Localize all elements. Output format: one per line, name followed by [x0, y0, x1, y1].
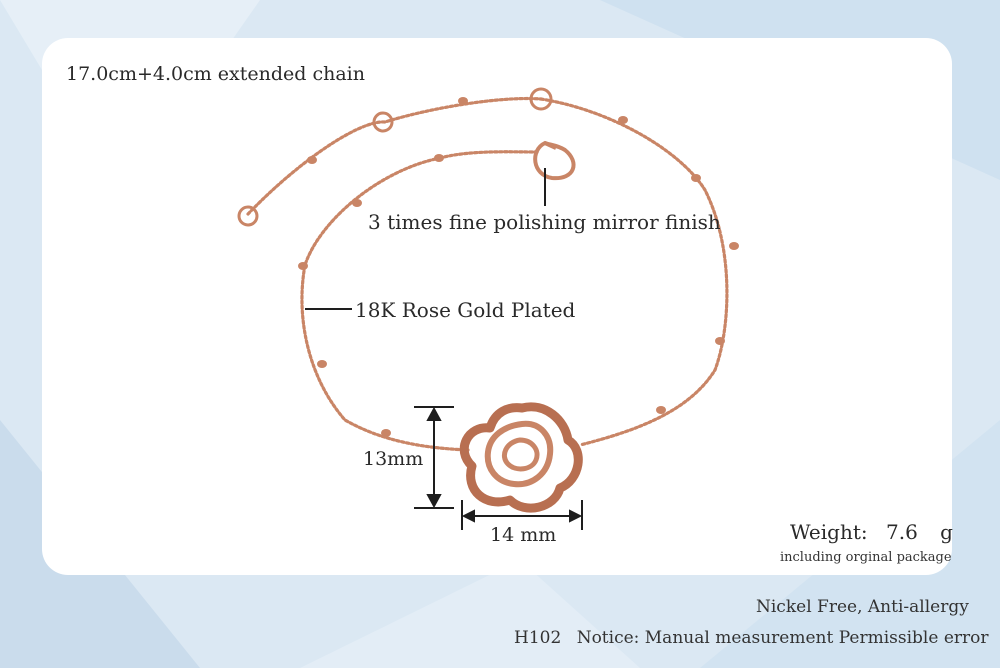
finish-label: 3 times fine polishing mirror finish [368, 210, 721, 234]
width-label: 14 mm [490, 524, 557, 546]
notice-line: H102 Notice: Manual measurement Permissi… [514, 628, 989, 648]
plating-label: 18K Rose Gold Plated [355, 298, 576, 322]
product-code: H102 [514, 628, 562, 648]
ring-top [529, 87, 553, 111]
ring-middle [372, 111, 394, 133]
main-chain-right [539, 97, 729, 447]
weight-label: Weight: [790, 520, 868, 544]
clasp-chain [438, 150, 540, 160]
lobster-clasp [533, 140, 576, 181]
chain-length-label: 17.0cm+4.0cm extended chain [66, 63, 365, 85]
notice-text: Notice: Manual measurement Permissible e… [576, 628, 989, 648]
nickel-free-note: Nickel Free, Anti-allergy [756, 597, 969, 617]
package-note: including orginal package [780, 550, 952, 565]
weight-unit: g [940, 520, 953, 544]
product-card [42, 38, 952, 575]
main-chain-left [300, 156, 470, 452]
weight-value: 7.6 [885, 520, 918, 544]
height-label: 13mm [363, 448, 424, 470]
extended-chain [246, 96, 543, 216]
ring-end [237, 205, 259, 227]
weight-spec: Weight: 7.6 g [790, 520, 953, 544]
rose-charm [459, 402, 583, 513]
